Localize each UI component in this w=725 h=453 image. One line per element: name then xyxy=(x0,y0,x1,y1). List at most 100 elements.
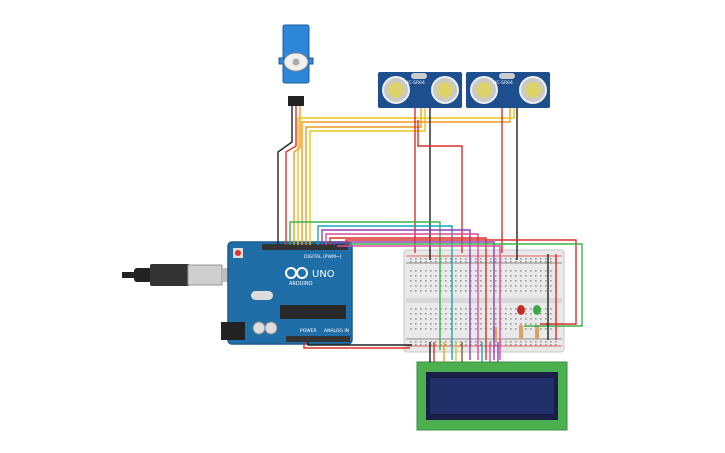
breadboard-hole xyxy=(470,328,472,330)
breadboard-hole xyxy=(520,275,522,277)
breadboard-hole xyxy=(440,313,442,315)
breadboard-hole xyxy=(480,308,482,310)
breadboard-hole xyxy=(425,328,427,330)
breadboard-hole xyxy=(410,258,412,260)
breadboard-hole xyxy=(470,290,472,292)
breadboard-hole xyxy=(440,280,442,282)
sensor-2-label: HC-SR04 xyxy=(493,80,513,86)
breadboard-hole xyxy=(525,318,527,320)
breadboard-hole xyxy=(530,313,532,315)
breadboard-hole xyxy=(500,285,502,287)
breadboard-hole xyxy=(525,344,527,346)
breadboard-hole xyxy=(445,285,447,287)
breadboard-hole xyxy=(525,341,527,343)
breadboard-hole xyxy=(550,308,552,310)
breadboard-hole xyxy=(480,290,482,292)
breadboard-hole xyxy=(450,318,452,320)
breadboard-hole xyxy=(510,341,512,343)
breadboard-hole xyxy=(500,318,502,320)
breadboard-hole xyxy=(475,344,477,346)
breadboard-hole xyxy=(435,258,437,260)
breadboard-hole xyxy=(535,261,537,263)
breadboard-hole xyxy=(540,275,542,277)
breadboard-hole xyxy=(490,275,492,277)
breadboard-hole xyxy=(430,285,432,287)
breadboard-hole xyxy=(475,313,477,315)
breadboard-hole xyxy=(515,341,517,343)
breadboard-hole xyxy=(505,318,507,320)
lcd-16x2 xyxy=(416,361,568,431)
breadboard xyxy=(403,249,565,353)
breadboard-hole xyxy=(435,318,437,320)
breadboard-hole xyxy=(425,341,427,343)
breadboard-hole xyxy=(430,270,432,272)
resistors xyxy=(493,325,539,341)
breadboard-hole xyxy=(525,280,527,282)
breadboard-hole xyxy=(545,344,547,346)
breadboard-hole xyxy=(510,323,512,325)
breadboard-hole xyxy=(490,318,492,320)
breadboard-hole xyxy=(475,323,477,325)
breadboard-hole xyxy=(435,308,437,310)
breadboard-hole xyxy=(515,280,517,282)
breadboard-hole xyxy=(525,261,527,263)
breadboard-hole xyxy=(420,275,422,277)
breadboard-hole xyxy=(445,290,447,292)
breadboard-hole xyxy=(460,323,462,325)
breadboard-hole xyxy=(455,261,457,263)
breadboard-hole xyxy=(455,275,457,277)
breadboard-hole xyxy=(520,280,522,282)
breadboard-hole xyxy=(545,261,547,263)
breadboard-hole xyxy=(530,290,532,292)
breadboard-hole xyxy=(475,318,477,320)
breadboard-hole xyxy=(495,313,497,315)
breadboard-hole xyxy=(455,285,457,287)
breadboard-hole xyxy=(550,275,552,277)
breadboard-hole xyxy=(445,323,447,325)
breadboard-hole xyxy=(495,270,497,272)
breadboard-hole xyxy=(460,290,462,292)
breadboard-hole xyxy=(455,318,457,320)
breadboard-hole xyxy=(420,290,422,292)
breadboard-hole xyxy=(545,258,547,260)
breadboard-hole xyxy=(425,290,427,292)
breadboard-hole xyxy=(450,341,452,343)
breadboard-hole xyxy=(435,285,437,287)
breadboard-hole xyxy=(550,261,552,263)
breadboard-hole xyxy=(480,323,482,325)
breadboard-hole xyxy=(550,328,552,330)
breadboard-hole xyxy=(455,270,457,272)
breadboard-hole xyxy=(450,308,452,310)
breadboard-hole xyxy=(465,308,467,310)
breadboard-hole xyxy=(415,290,417,292)
breadboard-hole xyxy=(505,323,507,325)
breadboard-hole xyxy=(545,308,547,310)
breadboard-hole xyxy=(480,258,482,260)
breadboard-hole xyxy=(520,344,522,346)
breadboard-hole xyxy=(475,258,477,260)
breadboard-hole xyxy=(435,270,437,272)
breadboard-hole xyxy=(510,344,512,346)
breadboard-hole xyxy=(415,261,417,263)
breadboard-hole xyxy=(515,270,517,272)
breadboard-hole xyxy=(500,290,502,292)
breadboard-hole xyxy=(545,290,547,292)
breadboard-hole xyxy=(470,280,472,282)
breadboard-hole xyxy=(535,344,537,346)
breadboard-hole xyxy=(545,275,547,277)
board-brand: UNO xyxy=(312,269,335,280)
breadboard-hole xyxy=(465,285,467,287)
breadboard-hole xyxy=(515,328,517,330)
breadboard-hole xyxy=(510,308,512,310)
breadboard-hole xyxy=(425,308,427,310)
breadboard-hole xyxy=(425,313,427,315)
breadboard-hole xyxy=(450,275,452,277)
breadboard-hole xyxy=(425,280,427,282)
red-led xyxy=(517,305,525,315)
breadboard-hole xyxy=(495,275,497,277)
breadboard-hole xyxy=(415,341,417,343)
breadboard-hole xyxy=(420,308,422,310)
breadboard-hole xyxy=(460,261,462,263)
breadboard-hole xyxy=(505,344,507,346)
